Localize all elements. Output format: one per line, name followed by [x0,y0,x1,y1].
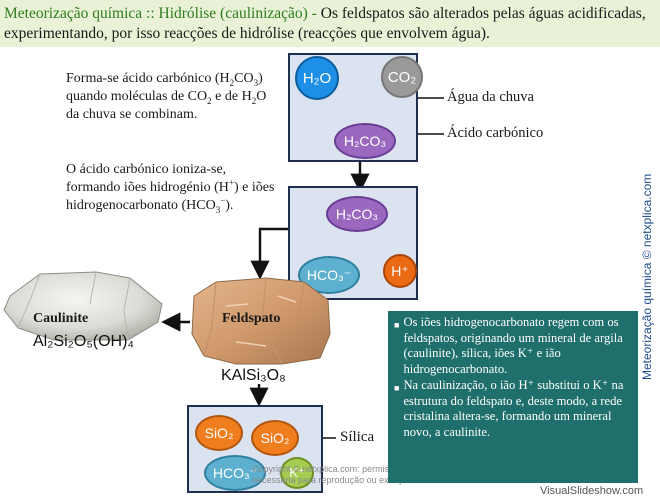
sio2-molecule-1: SiO₂ [195,415,243,451]
feldspar-rock-image [191,277,331,365]
side-credit: Meteorização química © netxplica.com [640,173,654,380]
bullet-icon: ■ [394,383,400,393]
watermark: VisualSlideshow.com [540,485,644,497]
arrow-ionization-to-feldspar [250,227,288,280]
kaolinite-rock-image [3,271,163,341]
h2co3-molecule: H₂CO₃ [334,123,396,159]
copyright-notice: Copyright © netxplica.com: permissão nec… [252,464,415,485]
co2-molecule: CO₂ [381,56,423,98]
ionization-paragraph: O ácido carbónico ioniza-se, formando iõ… [66,162,275,215]
label-acido-carbonico: Ácido carbónico [447,125,544,141]
label-agua-chuva: Água da chuva [447,89,534,105]
slide-title: Meteorização química :: Hidrólise (cauli… [4,5,321,22]
h2co3-molecule-ionizing: H₂CO₃ [326,196,388,232]
sio2-molecule-2: SiO₂ [251,420,299,456]
info-box: ■ Os iões hidrogenocarbonato regem com o… [388,311,638,483]
label-silica: Sílica [340,429,375,445]
slide-header: Meteorização química :: Hidrólise (cauli… [4,4,656,44]
info-bullet-2: ■ Na caulinização, o ião H⁺ substitui o … [394,378,624,439]
title-bar [0,0,660,47]
info-bullet-1: ■ Os iões hidrogenocarbonato regem com o… [394,315,623,376]
caulinite-formula: Al₂Si₂O₅(OH)₄ [33,333,134,350]
label-feldspato: Feldspato [222,311,281,326]
hydrogen-ion: H⁺ [383,254,417,288]
label-caulinite: Caulinite [33,311,89,326]
slide-description: Os feldspatos são alterados pelas águas … [4,5,646,42]
potassium-ion: K⁺ [280,457,314,489]
feldspato-formula: KAlSi₃O₈ [221,367,286,384]
carbonic-acid-paragraph: Forma-se ácido carbónico (H2CO3) quando … [66,71,267,122]
h2o-molecule: H₂O [295,56,339,100]
hco3-ion-product: HCO₃⁻ [204,455,266,491]
bullet-icon: ■ [394,320,400,330]
